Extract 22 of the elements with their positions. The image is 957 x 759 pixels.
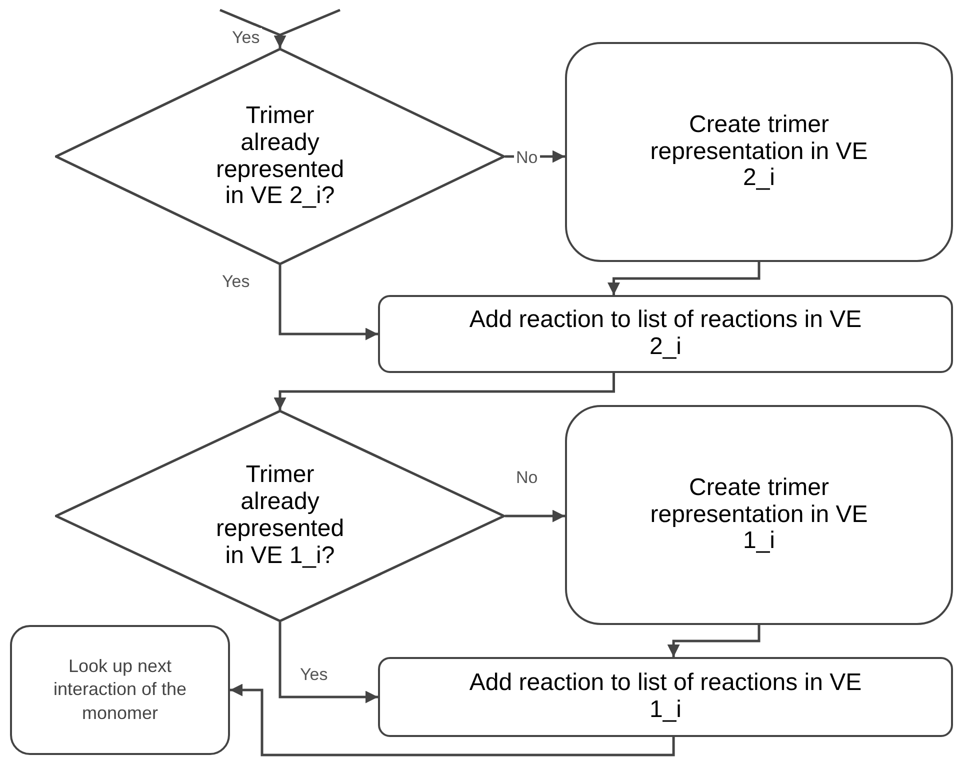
decision-text: Trimer already represented in VE 2_i? [214,102,346,210]
arrow [505,510,565,522]
process-text: Create trimer representation in VE 1_i [649,474,869,556]
process-box [378,295,953,373]
process-box [565,42,953,262]
process-text: Look up next interaction of the monomer [52,654,188,725]
arrow [274,373,615,410]
process-text: Create trimer representation in VE 2_i [649,112,869,192]
process-box [565,405,953,625]
arrow [608,262,760,295]
arrow [218,8,342,50]
process-box [378,657,953,737]
arrow [230,684,675,756]
process-box [10,625,230,755]
decision-diamond [55,48,505,265]
process-text: Add reaction to list of reactions in VE 2_i [468,307,863,361]
arrow [278,622,378,704]
decision-text: Trimer already represented in VE 1_i? [214,462,346,570]
arrow [667,625,760,657]
decision-diamond [55,410,505,622]
arrow [278,265,378,340]
process-text: Add reaction to list of reactions in VE 1_i [468,670,863,724]
